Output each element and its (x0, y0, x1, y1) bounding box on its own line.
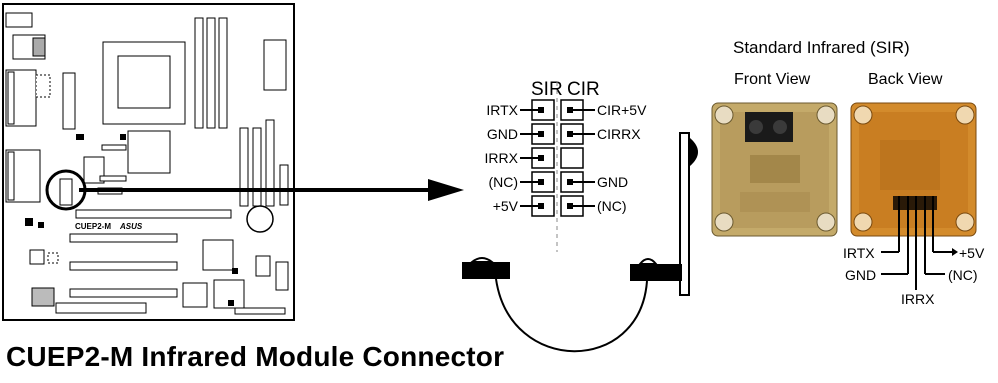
back-pin-irrx: IRRX (901, 291, 935, 307)
agp-slot (239, 127, 249, 207)
side-header (279, 164, 289, 206)
side-view-pcb (679, 132, 690, 296)
chip-bottom-4 (255, 255, 271, 277)
module-back-photo (850, 102, 977, 290)
back-view-label: Back View (868, 71, 943, 88)
pci-slot-h3 (69, 261, 178, 271)
cmos-battery (246, 205, 274, 233)
memory-slot-3 (218, 17, 228, 129)
cir-pin-label: (NC) (597, 198, 627, 214)
io-port-top (5, 12, 33, 28)
connector-plug-bump (469, 257, 495, 263)
pci-slot-h2 (69, 233, 178, 243)
side-view-sensor (690, 138, 698, 166)
jumper-block (35, 74, 51, 98)
front-view-label: Front View (734, 71, 811, 88)
chip-left-2 (31, 287, 55, 307)
board-ir-header (59, 178, 73, 206)
io-port-parallel-edge (7, 151, 15, 201)
chip-bottom-2 (182, 282, 208, 308)
back-pin-nc: (NC) (948, 267, 978, 283)
chip-bottom-5 (275, 261, 289, 291)
chip-bottom-1 (202, 239, 234, 271)
sir-pin-label: IRRX (485, 150, 519, 166)
pin-header-row-2 (99, 175, 127, 182)
pci-slot-v2 (265, 119, 275, 207)
chip-left-3 (47, 252, 59, 264)
pin-grid: IRTX GND IRRX (NC) +5V CIR+5V CIRRX GND (NC) (485, 99, 647, 217)
module-title: Standard Infrared (SIR) (733, 38, 910, 57)
cir-pin-label: CIR+5V (597, 102, 647, 118)
board-model-label: CUEP2-M (75, 222, 111, 231)
board-brand-logo: ASUS (119, 222, 143, 231)
bottom-header (234, 307, 286, 315)
sir-pin-label: IRTX (486, 102, 518, 118)
sir-pin-label: (NC) (488, 174, 518, 190)
ribbon-cable (495, 278, 648, 353)
chipset-northbridge (127, 130, 171, 174)
io-port-serial-edge (7, 71, 15, 125)
cpu-socket-inner (117, 55, 171, 109)
sir-pin-label: GND (487, 126, 518, 142)
pin-header-row-1 (101, 144, 127, 151)
motherboard: CUEP2-M ASUS (2, 3, 295, 321)
cir-header-label: CIR (567, 79, 600, 100)
small-chip-black-6 (76, 134, 84, 140)
module-side-view (462, 132, 698, 353)
power-connector (263, 39, 287, 91)
back-pin-plus5v: +5V (959, 245, 985, 261)
memory-slot-1 (194, 17, 204, 129)
side-view-plug-bump (637, 258, 659, 265)
memory-slot-2 (206, 17, 216, 129)
connector-plug (462, 262, 510, 279)
small-chip-black-2 (228, 300, 234, 306)
back-pin-irtx: IRTX (843, 245, 875, 261)
chip-small-1 (83, 156, 105, 184)
pin-connector: SIR CIR IRTX GND IRRX (NC) +5V CIR+5V CIRRX GND… (485, 79, 647, 252)
arrow-head (428, 179, 464, 201)
pci-slot-v1 (252, 127, 262, 207)
figure-caption: CUEP2-M Infrared Module Connector (6, 341, 505, 372)
small-chip-black-4 (25, 218, 33, 226)
pci-slot-h4 (69, 288, 178, 298)
pci-slot-h1 (75, 209, 232, 219)
small-chip-black-1 (232, 268, 238, 274)
cir-pin-cell (560, 147, 584, 169)
module-front-photo (711, 102, 838, 237)
small-chip-black-3 (38, 222, 44, 228)
connector-arrow (79, 179, 464, 201)
cir-pin-label: GND (597, 174, 628, 190)
ide-connector (55, 302, 147, 314)
cir-pin-label: CIRRX (597, 126, 641, 142)
io-port-usb-shade (32, 37, 46, 57)
chip-left-1 (29, 249, 45, 265)
sir-header-label: SIR (531, 79, 563, 100)
chip-left-tall (62, 72, 76, 130)
module-views: Standard Infrared (SIR) Front View Back … (711, 38, 985, 307)
side-view-plug (630, 264, 682, 281)
back-pin-gnd: GND (845, 267, 876, 283)
small-chip-black-5 (120, 134, 126, 140)
sir-pin-label: +5V (493, 198, 519, 214)
